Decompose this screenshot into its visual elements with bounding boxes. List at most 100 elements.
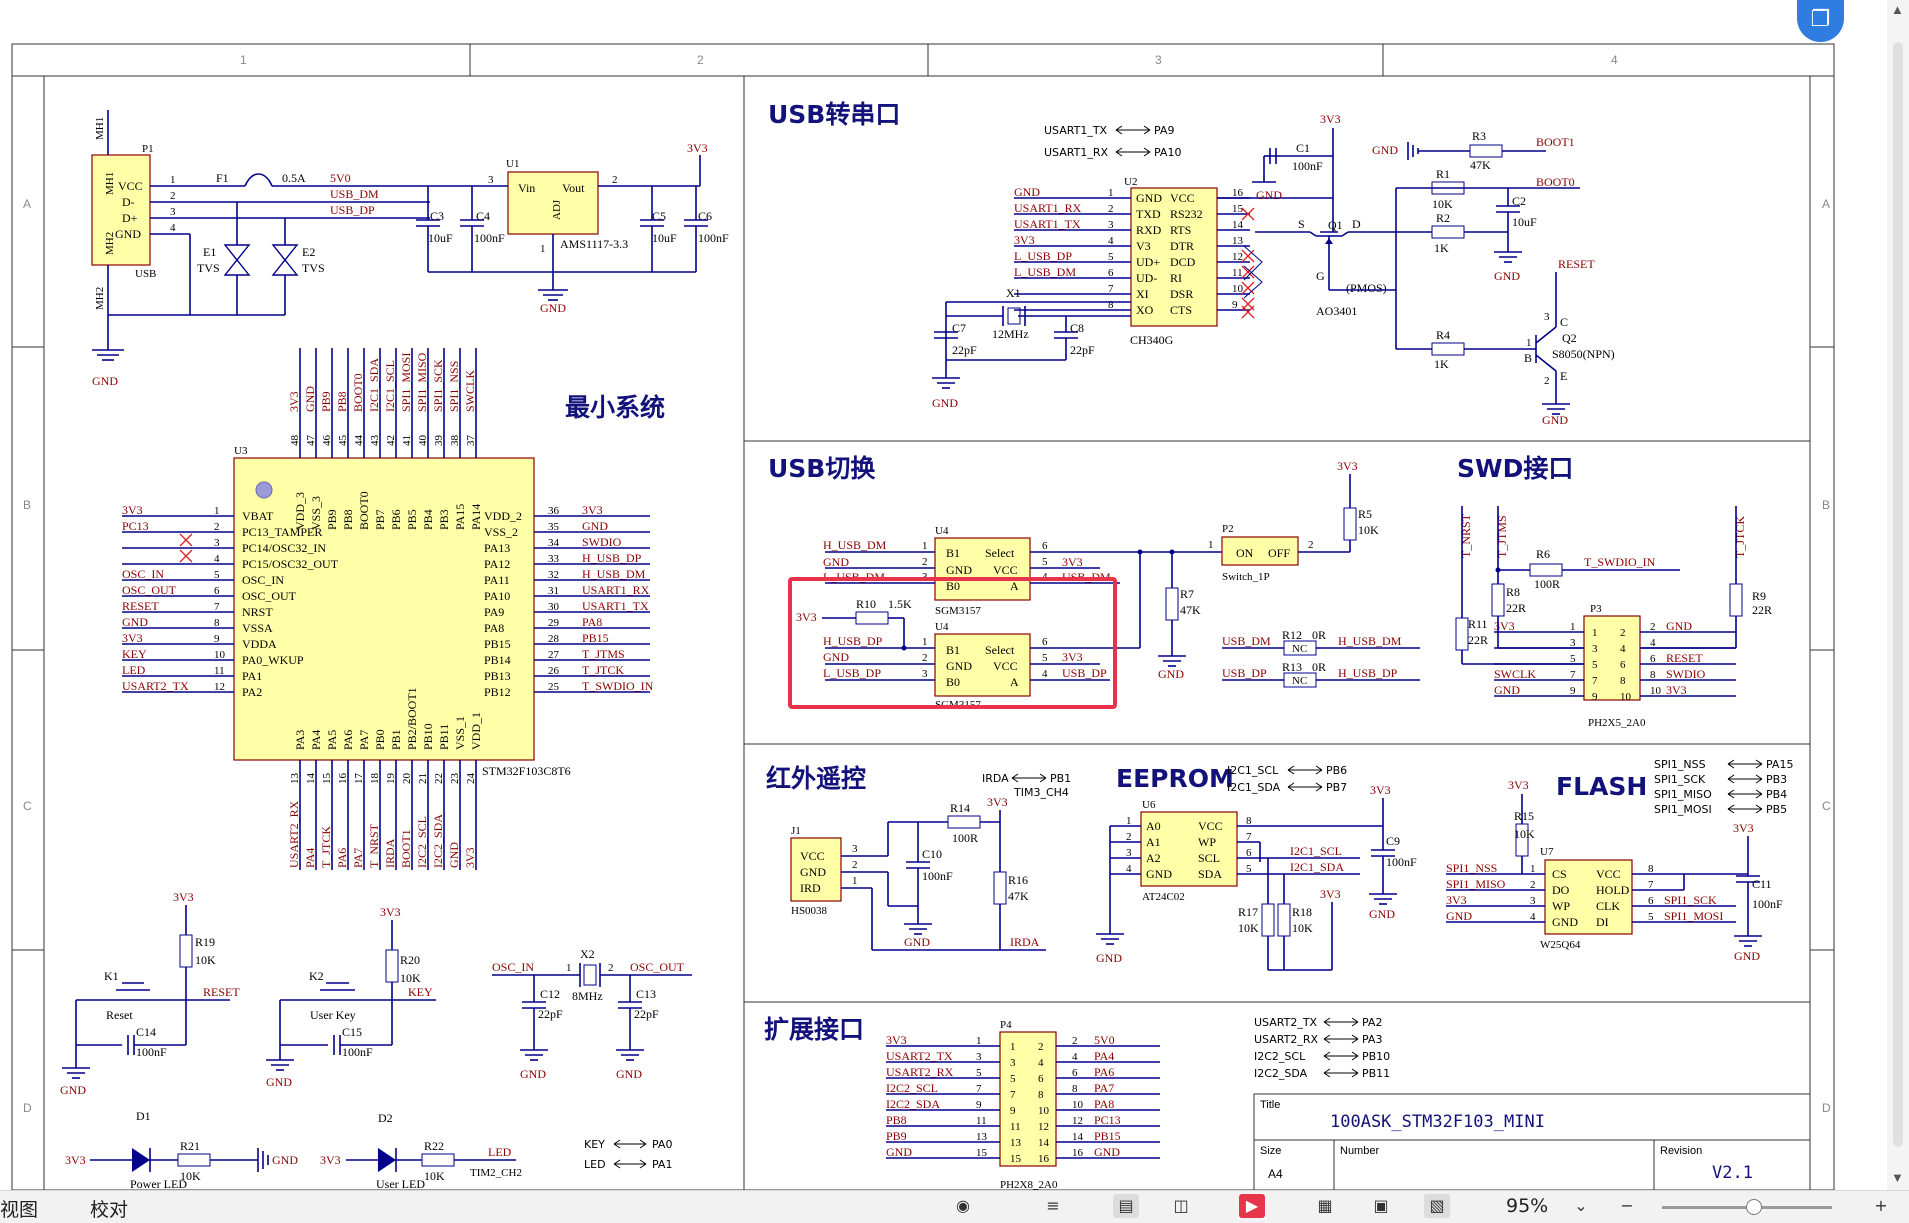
net-label: SPI1_NSS — [1446, 861, 1497, 875]
net-label: USART2_TX — [886, 1049, 953, 1063]
zoom-level[interactable]: 95% — [1506, 1195, 1549, 1217]
single-page-icon[interactable]: ▤ — [1113, 1194, 1139, 1218]
net-label: USART1_RX — [582, 583, 650, 597]
zoom-in-icon[interactable]: + — [1874, 1196, 1888, 1215]
svg-text:C2: C2 — [1512, 194, 1526, 208]
map-pin: PB3 — [1766, 773, 1787, 786]
net-label: SPI1_MOSI — [399, 353, 413, 412]
map-pin: PB4 — [1766, 788, 1787, 801]
svg-text:2: 2 — [922, 652, 928, 664]
pin-number: 4 — [1620, 643, 1626, 655]
svg-text:Q2: Q2 — [1562, 331, 1577, 345]
pin-name: WP — [1552, 899, 1570, 913]
svg-text:Title: Title — [1260, 1099, 1280, 1111]
pin-number: 44 — [353, 435, 365, 447]
zoom-slider-handle[interactable] — [1746, 1199, 1762, 1215]
pin-number: 7 — [976, 1083, 982, 1095]
grid-row-c: C — [23, 799, 32, 813]
pin-number: 12 — [1072, 1115, 1083, 1127]
pin-number: 6 — [1246, 847, 1252, 859]
floating-tool-button[interactable]: ❐ — [1797, 0, 1844, 42]
vertical-scrollbar[interactable]: ▲ ▼ — [1887, 0, 1909, 1190]
svg-text:A: A — [1010, 675, 1019, 689]
svg-text:R21: R21 — [180, 1139, 200, 1153]
svg-text:ON: ON — [1236, 546, 1254, 560]
proofread-menu[interactable]: 校对 — [90, 1199, 129, 1221]
svg-text:1.5K: 1.5K — [888, 597, 912, 611]
net-label: I2C1_SDA — [367, 358, 381, 412]
svg-text:LED: LED — [488, 1145, 512, 1159]
svg-text:10K: 10K — [1514, 827, 1535, 841]
svg-text:ADJ: ADJ — [551, 199, 563, 220]
pin-name: PB12 — [484, 685, 511, 699]
pin-name: GND — [1552, 915, 1578, 929]
svg-text:PA9: PA9 — [1154, 124, 1174, 137]
svg-text:GND: GND — [1369, 907, 1395, 921]
actual-size-icon[interactable]: ▦ — [1317, 1196, 1333, 1215]
svg-text:BOOT0: BOOT0 — [1536, 175, 1575, 189]
map-pin: PA15 — [1766, 758, 1793, 771]
svg-text:H_USB_DP: H_USB_DP — [1338, 666, 1398, 680]
scroll-thumb[interactable] — [1893, 42, 1903, 1147]
scroll-down-icon[interactable]: ▼ — [1891, 1170, 1904, 1185]
fit-width-icon[interactable]: ▧ — [1424, 1194, 1450, 1218]
map-net: I2C2_SCL — [1254, 1050, 1306, 1063]
two-page-icon[interactable]: ◫ — [1173, 1196, 1189, 1215]
fit-page-icon[interactable]: ▣ — [1373, 1196, 1389, 1215]
pin-number: 30 — [548, 601, 560, 613]
pin-name: RXD — [1136, 223, 1162, 237]
svg-text:MH1: MH1 — [104, 172, 116, 195]
scroll-up-icon[interactable]: ▲ — [1891, 2, 1904, 17]
svg-text:C15: C15 — [342, 1025, 362, 1039]
svg-text:MH1: MH1 — [94, 117, 106, 140]
svg-text:B: B — [1524, 351, 1532, 365]
svg-text:R3: R3 — [1472, 129, 1486, 143]
svg-text:C7: C7 — [952, 321, 966, 335]
pin-name: V3 — [1136, 239, 1151, 253]
svg-text:3V3: 3V3 — [320, 1153, 341, 1167]
svg-text:0R: 0R — [1312, 628, 1326, 642]
net-label: PA4 — [303, 848, 317, 868]
pin-number: 4 — [1072, 1051, 1078, 1063]
eye-icon[interactable]: ◉ — [956, 1196, 970, 1215]
double-arrow — [1323, 1017, 1359, 1027]
scroll-mode-icon[interactable]: ≡ — [1046, 1196, 1060, 1215]
svg-text:22pF: 22pF — [1070, 343, 1095, 357]
pin-number: 5 — [214, 569, 220, 581]
chevron-down-icon[interactable]: ⌄ — [1574, 1196, 1588, 1215]
svg-text:2: 2 — [922, 556, 928, 568]
svg-text:U4: U4 — [935, 525, 949, 537]
play-icon[interactable]: ▶ — [1239, 1194, 1265, 1218]
pin-name: VDD_3 — [293, 492, 307, 530]
svg-text:Select: Select — [985, 643, 1015, 657]
pin-number: 9 — [976, 1099, 982, 1111]
net-label: GND — [582, 519, 608, 533]
svg-text:R9: R9 — [1752, 589, 1766, 603]
svg-text:C10: C10 — [922, 847, 942, 861]
svg-text:R2: R2 — [1436, 211, 1450, 225]
pin-number: 4 — [1038, 1057, 1044, 1069]
pin-number: 7 — [1108, 283, 1114, 295]
net-label: I2C2_SDA — [886, 1097, 940, 1111]
pin-number: 29 — [548, 617, 560, 629]
zoom-out-icon[interactable]: − — [1620, 1196, 1634, 1215]
svg-text:C12: C12 — [540, 987, 560, 1001]
pin-number: 14 — [305, 773, 317, 785]
view-menu[interactable]: 视图 — [0, 1199, 39, 1221]
pin-number: 38 — [449, 435, 461, 447]
pin-number: 28 — [548, 633, 560, 645]
svg-text:T_SWDIO_IN: T_SWDIO_IN — [1584, 555, 1656, 569]
pin-number: 4 — [1650, 637, 1656, 649]
net-label: 3V3 — [122, 503, 143, 517]
net-label: SPI1_NSS — [447, 361, 461, 412]
svg-text:C11: C11 — [1752, 877, 1772, 891]
pin-name: WP — [1198, 835, 1216, 849]
schematic-sheet: .w{stroke:#00008b;stroke-width:1.6;fill:… — [11, 43, 1835, 1190]
pin-number: 1 — [976, 1035, 982, 1047]
pin-number: 43 — [369, 435, 381, 447]
